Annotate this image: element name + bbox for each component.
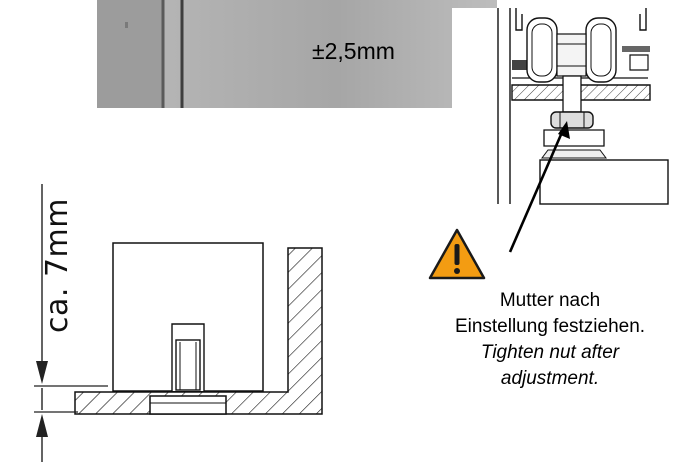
- adjustment-range-label: ±2,5mm: [312, 38, 395, 64]
- warning-triangle-icon: [428, 228, 486, 280]
- clearance-dimension-label: ca. 7mm: [39, 198, 75, 333]
- roller-detail-drawing: [452, 8, 686, 205]
- clearance-dimension: [34, 184, 108, 462]
- note-en-line-2: adjustment.: [500, 368, 600, 389]
- pointer-arrow: [508, 121, 570, 253]
- note-de-line-2: Einstellung festziehen.: [454, 316, 646, 337]
- note-de-line-1: Mutter nach: [499, 290, 601, 311]
- door-photo: [97, 0, 497, 108]
- tighten-nut-note: Mutter nach Einstellung festziehen. Tigh…: [414, 288, 686, 392]
- floor-guide-section: [74, 242, 323, 415]
- note-en-line-1: Tighten nut after: [480, 342, 620, 363]
